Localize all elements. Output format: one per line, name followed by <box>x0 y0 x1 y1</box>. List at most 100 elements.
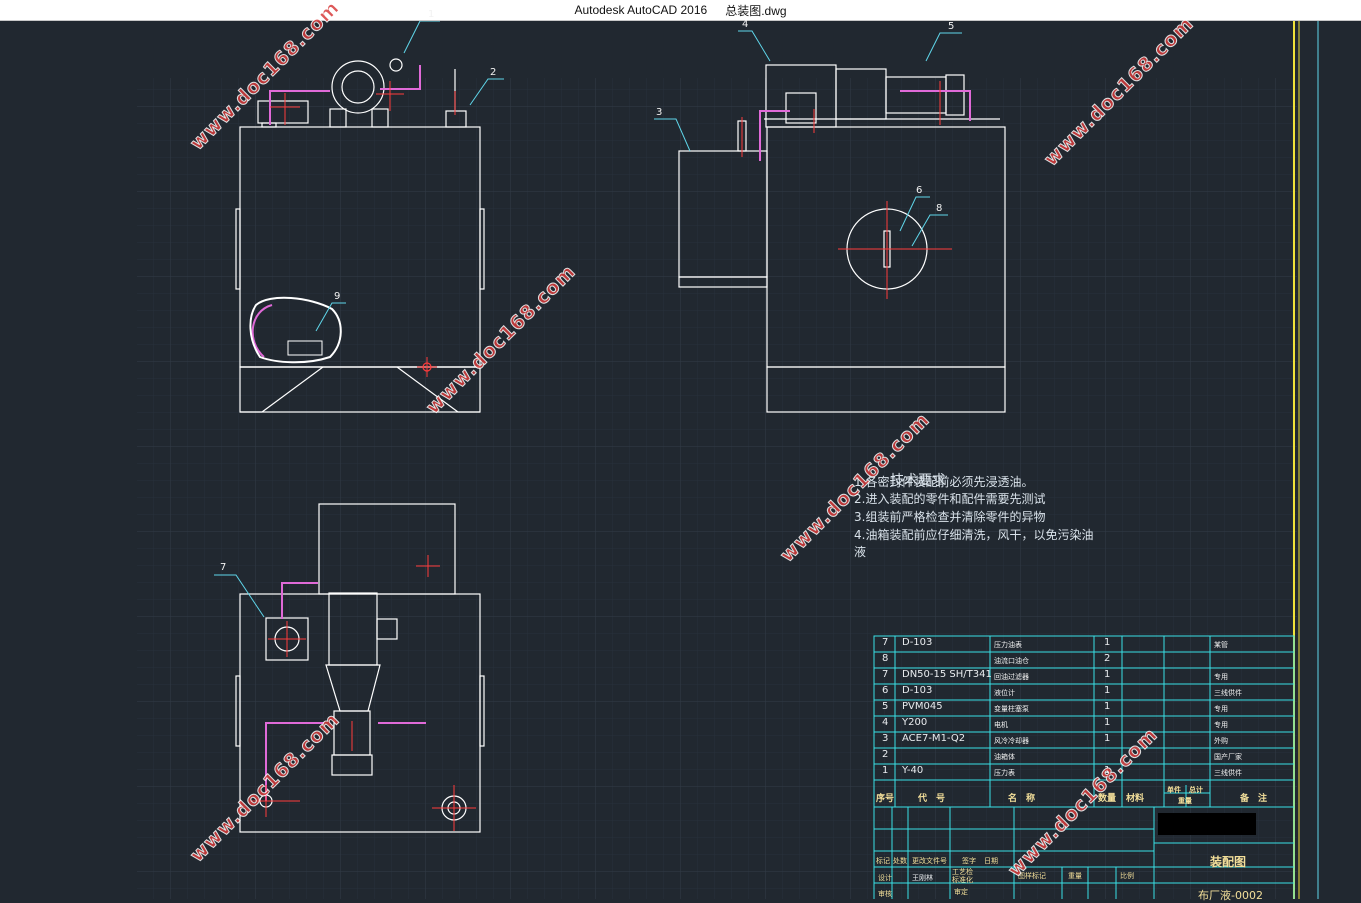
bom-cell-code: D-103 <box>902 685 933 696</box>
tb-label-design: 设计 <box>878 874 892 882</box>
bom-header-material: 材料 <box>1126 794 1145 804</box>
top-view <box>235 503 485 833</box>
bom-cell-no: 3 <box>882 733 889 744</box>
bom-cell-no: 4 <box>882 717 889 728</box>
app-title: Autodesk AutoCAD 2016 <box>574 3 708 17</box>
tb-label-review: 审核 <box>878 890 892 898</box>
tb-label-process: 工艺检 <box>952 868 973 876</box>
front-view-centerlines <box>270 81 456 377</box>
bom-cell-qty: 1 <box>1104 701 1111 712</box>
bom-cell-qty: 1 <box>1104 637 1111 648</box>
callout-6: 6 <box>916 185 923 196</box>
bom-cell-qty: 1 <box>1104 717 1111 728</box>
bom-cell-note: 专用 <box>1214 673 1228 681</box>
leader-lines <box>214 21 962 618</box>
bom-cell-code: Y-40 <box>902 765 924 776</box>
callout-3: 3 <box>656 107 663 118</box>
bom-cell-name: 液位计 <box>994 689 1015 697</box>
tb-label-approve: 审定 <box>954 888 968 896</box>
bom-cell-name: 回油过滤器 <box>994 673 1029 681</box>
top-view-pipes <box>265 582 426 801</box>
bom-cell-note: 三线供件 <box>1214 769 1242 777</box>
bom-cell-name: 压力油表 <box>994 641 1022 649</box>
tech-requirement-4: 4.油箱装配前应仔细清洗，风干，以免污染油 <box>854 528 1094 542</box>
drawing-number: 布厂液-0002 <box>1198 889 1263 902</box>
bom-cell-code: PVM045 <box>902 701 943 712</box>
bom-row: 4 Y200 电机 1 专用 <box>874 716 1294 732</box>
callout-2: 2 <box>490 67 497 78</box>
tb-label-sign: 签字 <box>962 857 976 865</box>
grid-area <box>137 78 1297 899</box>
bom-cell-note: 外购 <box>1214 737 1228 745</box>
bom-cell-no: 8 <box>882 653 889 664</box>
bom-cell-name: 油流口油仓 <box>994 657 1029 665</box>
front-view-cloud <box>249 296 342 364</box>
bom-header-remarks: 备 注 <box>1240 794 1268 804</box>
bom-header-qty: 数量 <box>1098 794 1117 804</box>
drawing-frame <box>1293 21 1319 899</box>
tech-requirement-2: 2.进入装配的零件和配件需要先测试 <box>854 492 1046 506</box>
tech-requirement-3: 3.组装前严格检查并清除零件的异物 <box>854 510 1046 524</box>
bom-cell-note: 专用 <box>1214 705 1228 713</box>
callout-8: 8 <box>936 203 943 214</box>
window-title-bar: Autodesk AutoCAD 2016 总装图.dwg <box>0 0 1361 21</box>
bom-header-name: 名 称 <box>1008 794 1036 804</box>
bom-cell-no: 7 <box>882 637 889 648</box>
file-name: 总装图.dwg <box>725 3 787 18</box>
tb-label-change-doc: 更改文件号 <box>912 857 947 865</box>
bom-cell-code: ACE7-M1-Q2 <box>902 733 966 744</box>
bom-header-no: 序号 <box>876 794 895 804</box>
bom-cell-no: 7 <box>882 669 889 680</box>
bom-cell-name: 压力表 <box>994 769 1015 777</box>
bom-cell-code: D-103 <box>902 637 933 648</box>
bom-header-total: 总计 <box>1189 786 1203 794</box>
callout-9: 9 <box>334 291 341 302</box>
bom-cell-name: 电机 <box>994 721 1008 729</box>
drawing-name: 装配图 <box>1210 855 1247 869</box>
bom-cell-no: 5 <box>882 701 889 712</box>
side-view-centerlines <box>741 81 952 299</box>
side-view-pipes <box>759 90 971 161</box>
tb-label-sheet-mark: 图样标记 <box>1018 872 1046 880</box>
front-view-pipes <box>251 65 421 358</box>
bom-header-single: 单件 <box>1167 786 1181 794</box>
bom-cell-note: 三线供件 <box>1214 689 1242 697</box>
tb-designer: 王刚林 <box>912 874 933 882</box>
bom-cell-qty: 1 <box>1104 685 1111 696</box>
tech-requirements-title: 技术要求 <box>890 473 946 489</box>
callout-5: 5 <box>948 21 955 32</box>
bom-cell-no: 1 <box>882 765 889 776</box>
drawing-canvas[interactable] <box>0 21 1361 899</box>
bom-cell-qty: 2 <box>1104 653 1111 664</box>
top-view-centerlines <box>250 555 476 831</box>
bom-row: 3 ACE7-M1-Q2 风冷冷却器 1 外购 <box>874 732 1294 748</box>
tech-requirement-4-cont: 液 <box>854 545 867 559</box>
callout-1: 1 <box>428 9 435 20</box>
tb-label-mark: 标记 <box>876 857 890 865</box>
bom-cell-no: 6 <box>882 685 889 696</box>
bom-cell-qty: 1 <box>1104 733 1111 744</box>
bom-row: 6 D-103 液位计 1 三线供件 <box>874 684 1294 700</box>
bom-cell-name: 油箱体 <box>994 753 1015 761</box>
bom-cell-no: 2 <box>882 749 889 760</box>
callout-4: 4 <box>742 19 749 30</box>
bom-cell-code: DN50-15 SH/T341 <box>902 669 992 680</box>
tb-label-standard: 标准化 <box>952 876 973 884</box>
bom-header-code: 代 号 <box>918 794 946 804</box>
bom-cell-qty: 1 <box>1104 765 1111 776</box>
bom-cell-qty: 1 <box>1104 669 1111 680</box>
bom-cell-name: 风冷冷却器 <box>994 737 1029 745</box>
tb-label-scale: 比例 <box>1120 872 1134 880</box>
bom-cell-code: Y200 <box>902 717 928 728</box>
bom-row: 8 油流口油仓 2 <box>874 652 1294 668</box>
bom-header-weight: 重量 <box>1178 797 1192 805</box>
bom-cell-note: 专用 <box>1214 721 1228 729</box>
tb-label-count: 处数 <box>893 857 907 865</box>
tech-requirement-1: 1.各密封件装配前必须先浸透油。 <box>854 475 1034 489</box>
bom-cell-name: 变量柱塞泵 <box>994 705 1029 713</box>
tb-label-weight: 重量 <box>1068 872 1082 880</box>
callout-7: 7 <box>220 562 227 573</box>
